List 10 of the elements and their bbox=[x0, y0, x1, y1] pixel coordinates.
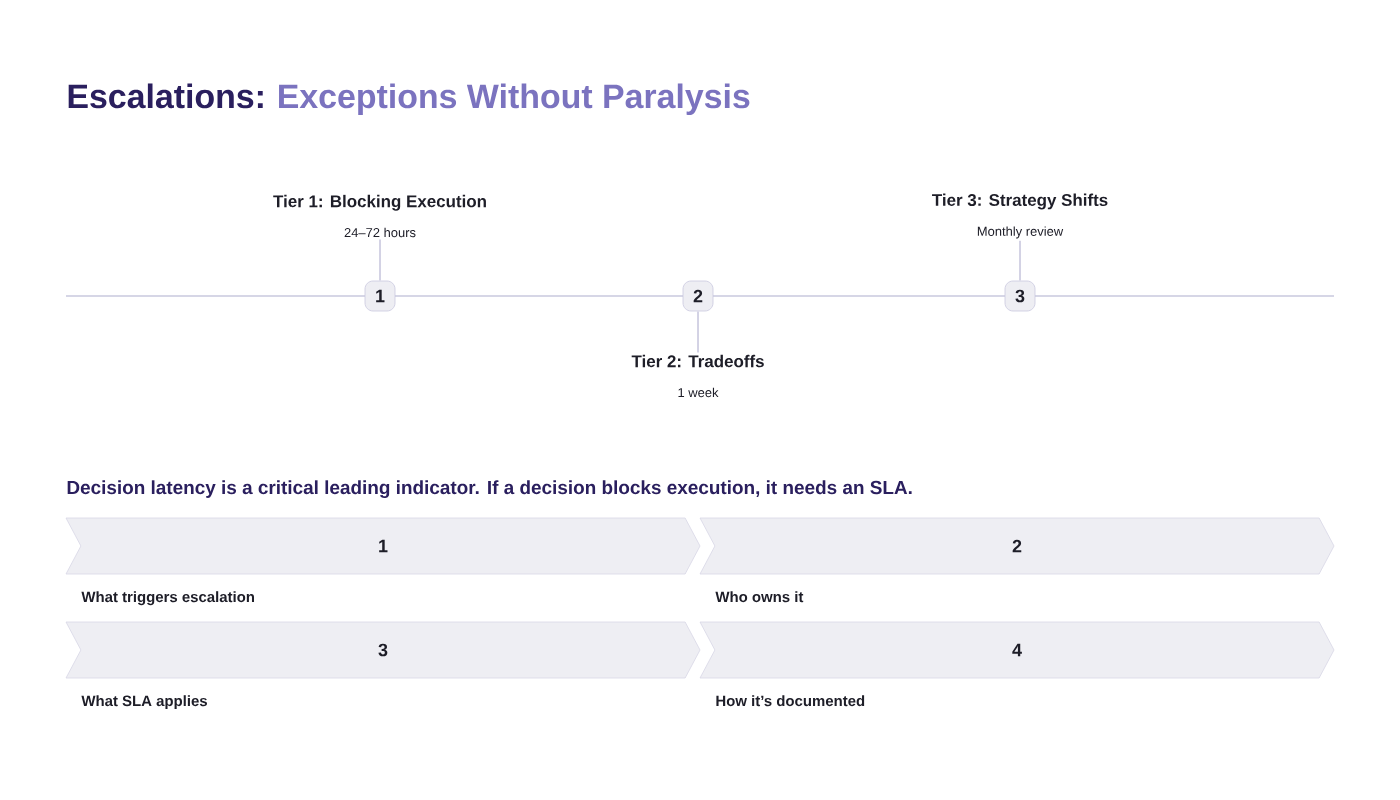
connector-tick bbox=[379, 238, 381, 282]
title-highlight: Exceptions Without Paralysis bbox=[279, 83, 750, 116]
chevron-box: 2 bbox=[699, 517, 1335, 575]
chevron-box: 1 bbox=[65, 517, 701, 575]
intro-sentence: Decision latency is a critical leading indicator. If a decision blocks execution, it needs an SLA. bbox=[67, 480, 912, 498]
title: Escalations: bbox=[68, 83, 263, 109]
chevron-box: 3 bbox=[65, 621, 701, 679]
chevron-box: 4 bbox=[699, 621, 1335, 679]
connector-tick bbox=[1019, 240, 1021, 282]
connector-tick bbox=[697, 310, 699, 354]
